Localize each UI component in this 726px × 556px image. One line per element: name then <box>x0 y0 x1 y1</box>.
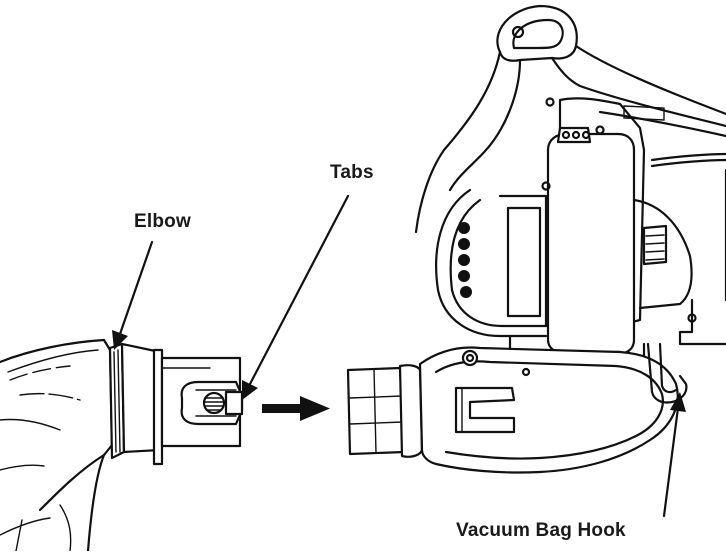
callout-tabs-leader <box>242 194 350 400</box>
callout-hook-leader <box>662 392 686 518</box>
vacuum-bag-hook <box>646 342 688 404</box>
blower-housing <box>414 4 726 467</box>
elbow-label: Elbow <box>134 211 191 232</box>
vacuum-bag <box>0 338 114 553</box>
vacuum-bag-hook-label: Vacuum Bag Hook <box>456 520 626 541</box>
elbow-part <box>108 342 244 466</box>
right-arrow-icon <box>262 396 330 421</box>
blower-outlet <box>346 346 679 474</box>
callout-elbow-leader <box>112 240 154 350</box>
tabs-label: Tabs <box>330 162 374 183</box>
